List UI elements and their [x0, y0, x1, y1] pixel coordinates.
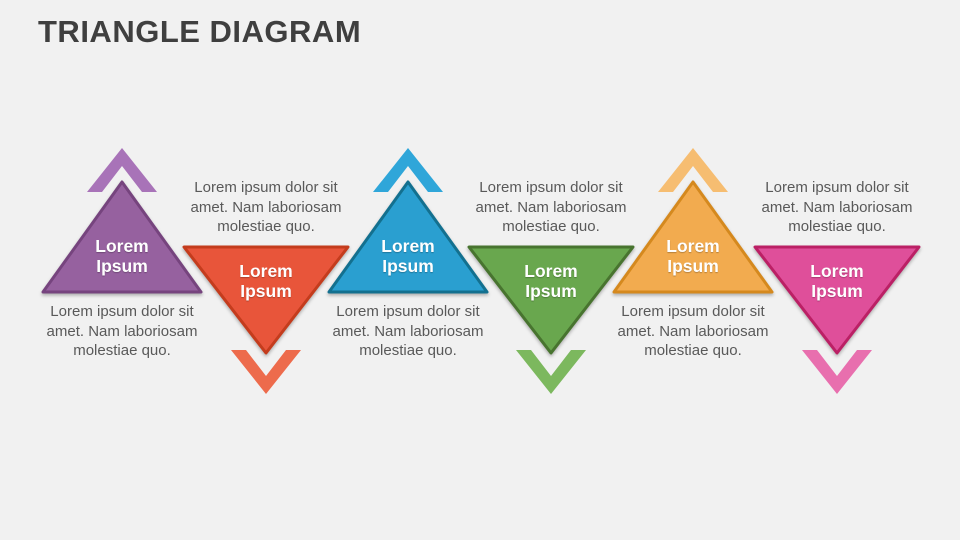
chevron-up-shape [373, 148, 443, 192]
chevron-up-shape [87, 148, 157, 192]
triangle-label: Lorem Ipsum [206, 261, 326, 301]
chevron-down-shape [516, 350, 586, 394]
description-line3: molestiae quo. [788, 218, 886, 235]
description-line1: Lorem ipsum dolor sit [479, 179, 623, 196]
triangle-unit-3: Lorem Ipsum Lorem ipsum dolor sit amet. … [313, 140, 503, 400]
triangle-down-icon [467, 245, 635, 355]
triangle-label: Lorem Ipsum [62, 236, 182, 276]
triangle-unit-2: Lorem ipsum dolor sit amet. Nam laborios… [171, 140, 361, 400]
chevron-down-icon [802, 350, 872, 394]
description-line3: molestiae quo. [644, 342, 742, 359]
triangle-label: Lorem Ipsum [777, 261, 897, 301]
triangle-unit-1: Lorem Ipsum Lorem ipsum dolor sit amet. … [27, 140, 217, 400]
description-line2: amet. Nam laboriosam [475, 198, 627, 216]
triangle-unit-4: Lorem ipsum dolor sit amet. Nam laborios… [456, 140, 646, 400]
description-line3: molestiae quo. [73, 342, 171, 359]
description-line2: amet. Nam laboriosam [46, 322, 198, 340]
description-line1: Lorem ipsum dolor sit [765, 179, 909, 196]
description-text: Lorem ipsum dolor sit amet. Nam laborios… [171, 178, 361, 237]
triangle-label-line1: Lorem [666, 236, 720, 256]
triangle-label-line2: Ipsum [525, 281, 577, 301]
description-line2: amet. Nam laboriosam [190, 198, 342, 216]
description-line1: Lorem ipsum dolor sit [621, 303, 765, 320]
chevron-down-icon [516, 350, 586, 394]
triangle-label-line2: Ipsum [667, 256, 719, 276]
triangle-label-line2: Ipsum [96, 256, 148, 276]
triangle-label: Lorem Ipsum [633, 236, 753, 276]
description-text: Lorem ipsum dolor sit amet. Nam laborios… [313, 302, 503, 361]
triangle-up-icon [612, 180, 774, 294]
chevron-down-shape [231, 350, 301, 394]
description-text: Lorem ipsum dolor sit amet. Nam laborios… [456, 178, 646, 237]
triangle-label-line2: Ipsum [240, 281, 292, 301]
description-text: Lorem ipsum dolor sit amet. Nam laborios… [742, 178, 932, 237]
description-line1: Lorem ipsum dolor sit [336, 303, 480, 320]
description-text: Lorem ipsum dolor sit amet. Nam laborios… [598, 302, 788, 361]
chevron-up-icon [658, 148, 728, 192]
triangle-down-icon [753, 245, 921, 355]
description-line3: molestiae quo. [502, 218, 600, 235]
triangle-label: Lorem Ipsum [348, 236, 468, 276]
description-line2: amet. Nam laboriosam [617, 322, 769, 340]
triangle-down-shape [753, 245, 921, 355]
chevron-down-icon [231, 350, 301, 394]
triangle-down-icon [182, 245, 350, 355]
triangle-label-line1: Lorem [810, 261, 864, 281]
description-line2: amet. Nam laboriosam [332, 322, 484, 340]
triangle-label-line2: Ipsum [811, 281, 863, 301]
chevron-up-icon [373, 148, 443, 192]
triangle-label: Lorem Ipsum [491, 261, 611, 301]
chevron-up-icon [87, 148, 157, 192]
chevron-down-shape [802, 350, 872, 394]
triangle-label-line1: Lorem [239, 261, 293, 281]
triangle-down-shape [182, 245, 350, 355]
triangle-up-shape [612, 180, 774, 294]
description-line1: Lorem ipsum dolor sit [50, 303, 194, 320]
triangle-up-shape [327, 180, 489, 294]
triangle-unit-6: Lorem ipsum dolor sit amet. Nam laborios… [742, 140, 932, 400]
triangle-down-shape [467, 245, 635, 355]
description-line1: Lorem ipsum dolor sit [194, 179, 338, 196]
slide-title: TRIANGLE DIAGRAM [38, 14, 362, 49]
triangle-unit-5: Lorem Ipsum Lorem ipsum dolor sit amet. … [598, 140, 788, 400]
triangle-label-line2: Ipsum [382, 256, 434, 276]
description-line3: molestiae quo. [217, 218, 315, 235]
description-line2: amet. Nam laboriosam [761, 198, 913, 216]
triangle-label-line1: Lorem [524, 261, 578, 281]
triangle-up-icon [41, 180, 203, 294]
triangle-label-line1: Lorem [381, 236, 435, 256]
chevron-up-shape [658, 148, 728, 192]
triangle-up-icon [327, 180, 489, 294]
description-text: Lorem ipsum dolor sit amet. Nam laborios… [27, 302, 217, 361]
triangle-up-shape [41, 180, 203, 294]
description-line3: molestiae quo. [359, 342, 457, 359]
triangle-label-line1: Lorem [95, 236, 149, 256]
